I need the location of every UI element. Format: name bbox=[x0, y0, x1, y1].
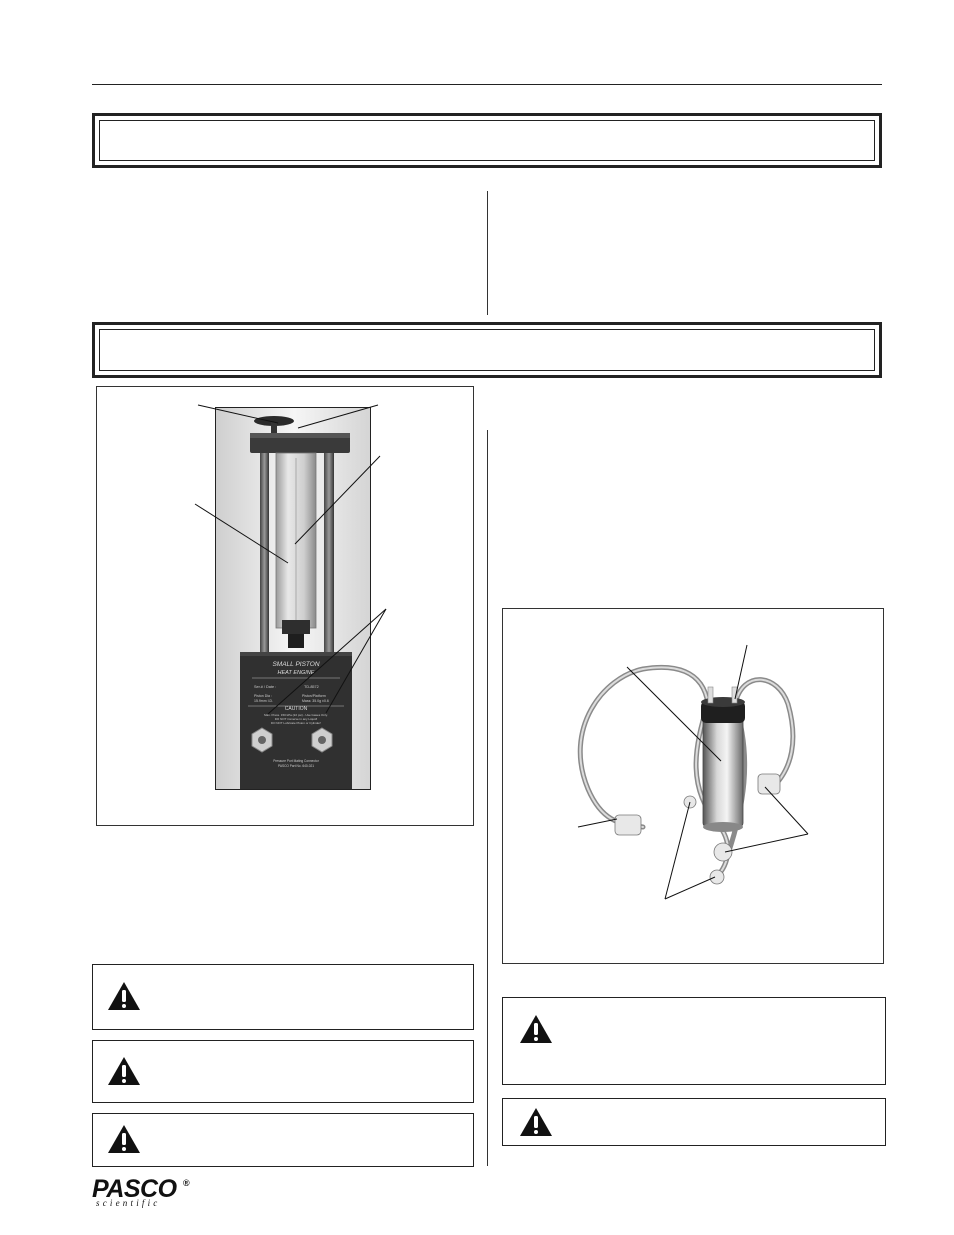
engine-label-caution-line3: DO NOT Lubricate Piston or Cylinder! bbox=[271, 721, 321, 725]
logo-tagline: scientific bbox=[96, 1198, 161, 1208]
column-divider-2 bbox=[487, 430, 488, 1166]
engine-label-piston-dia: Piston Dia : bbox=[254, 694, 272, 698]
logo-name: PASCO bbox=[92, 1175, 177, 1203]
engine-label-part: TD-8572 bbox=[304, 685, 319, 689]
warning-box-2 bbox=[92, 1040, 474, 1103]
engine-label-piston-dia-val: 15.9mm I.D. bbox=[254, 699, 273, 703]
engine-label-serial: Ser.# / Date : bbox=[254, 685, 276, 689]
warning-box-3 bbox=[92, 1113, 474, 1167]
engine-label-caution: CAUTION bbox=[285, 706, 308, 712]
tubing-figure bbox=[502, 608, 884, 964]
engine-label-caution-line1: Max. Press. 150 kPa (22 psi) - Use Gases… bbox=[264, 713, 328, 717]
pasco-logo: PASCO ® scientific bbox=[92, 1176, 202, 1210]
heat-engine-photo: SMALL PISTON HEAT ENGINE Ser.# / Date : … bbox=[215, 407, 371, 790]
engine-label-caution-line2: DO NOT immerse in any Liquid! bbox=[275, 717, 318, 721]
warning-box-5 bbox=[502, 1098, 886, 1146]
column-divider-1 bbox=[487, 191, 488, 315]
logo-registered: ® bbox=[183, 1178, 190, 1188]
heat-engine-image: SMALL PISTON HEAT ENGINE Ser.# / Date : … bbox=[216, 408, 370, 789]
engine-label-piston-mass: Piston/Platform bbox=[302, 694, 326, 698]
warning-box-1 bbox=[92, 964, 474, 1030]
engine-label-footer1: Pressure Port Mating Connector bbox=[273, 759, 319, 763]
tubing-image bbox=[577, 644, 809, 900]
warning-triangle-icon bbox=[520, 1108, 552, 1136]
section-title-box-2 bbox=[92, 322, 882, 378]
engine-label-piston-mass-val: Mass: 35.0g ±0.6 bbox=[302, 699, 329, 703]
header-rule bbox=[92, 84, 882, 85]
warning-triangle-icon bbox=[108, 982, 140, 1010]
engine-label-footer2: PASCO Part No. 640-021 bbox=[278, 764, 314, 768]
engine-label-title: SMALL PISTON bbox=[272, 661, 319, 668]
engine-label-subtitle: HEAT ENGINE bbox=[278, 670, 315, 676]
section-title-box-1 bbox=[92, 113, 882, 168]
warning-triangle-icon bbox=[108, 1125, 140, 1153]
warning-box-4 bbox=[502, 997, 886, 1085]
warning-triangle-icon bbox=[520, 1015, 552, 1043]
warning-triangle-icon bbox=[108, 1057, 140, 1085]
